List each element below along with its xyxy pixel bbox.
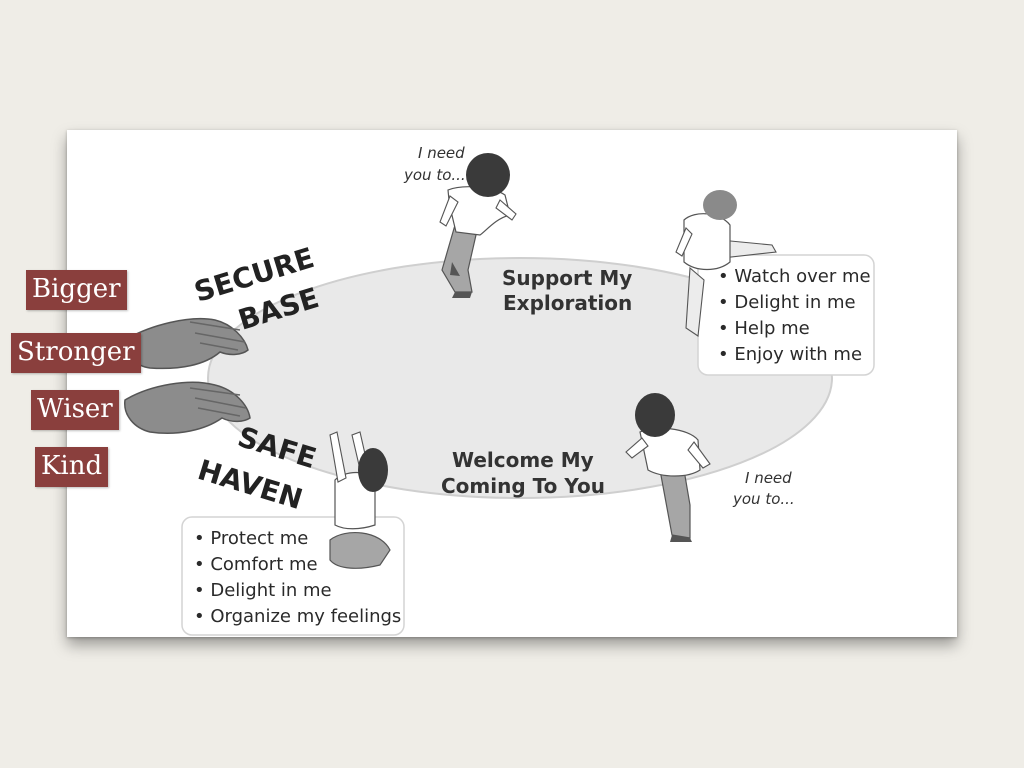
exploration-need-3: • Help me <box>718 318 810 339</box>
welcome-line2: Coming To You <box>441 474 605 498</box>
exploration-need-1: • Watch over me <box>718 266 871 287</box>
exploration-need-2: • Delight in me <box>718 292 856 313</box>
need-bottom-line1: I need <box>745 469 792 487</box>
need-bottom-line2: you to... <box>732 490 795 508</box>
child-walking-away-icon <box>439 153 517 298</box>
child-returning-icon <box>625 393 711 542</box>
exploration-need-4: • Enjoy with me <box>718 344 862 365</box>
hands-icon <box>124 317 251 434</box>
quality-wiser: Wiser <box>31 390 119 430</box>
child-arms-up-icon <box>329 431 391 569</box>
haven-need-1: • Protect me <box>194 528 308 549</box>
quality-stronger: Stronger <box>11 333 141 373</box>
quality-kind: Kind <box>35 447 109 487</box>
child-kicking-icon <box>675 190 777 337</box>
haven-need-2: • Comfort me <box>194 554 318 575</box>
haven-need-3: • Delight in me <box>194 580 332 601</box>
haven-need-4: • Organize my feelings <box>194 606 401 627</box>
need-top-line1: I need <box>418 144 465 162</box>
support-line2: Exploration <box>503 291 632 315</box>
need-top-line2: you to... <box>403 166 466 184</box>
support-line1: Support My <box>502 266 632 290</box>
welcome-line1: Welcome My <box>452 448 594 472</box>
quality-bigger: Bigger <box>26 270 127 310</box>
